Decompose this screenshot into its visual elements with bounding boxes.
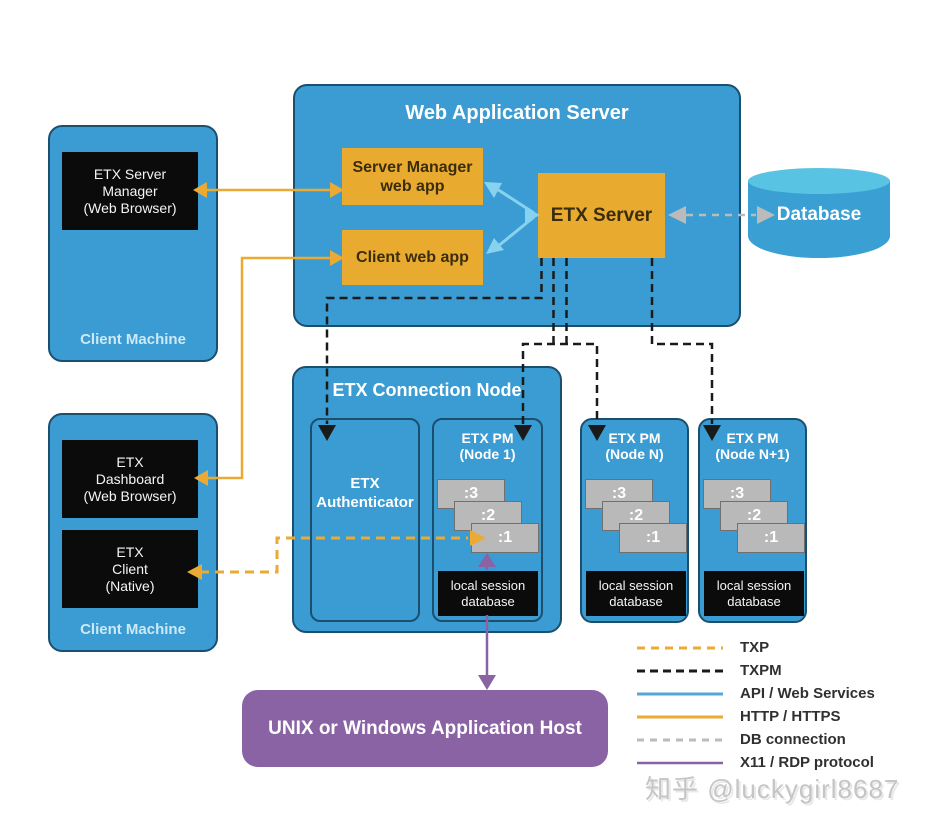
client-machine-1-label: Client Machine xyxy=(80,331,186,348)
etx-authenticator-box: ETX Authenticator xyxy=(310,418,420,622)
client-web-app-label: Client web app xyxy=(356,248,469,266)
session-card-label: :3 xyxy=(611,485,627,502)
local-session-database-box: local session database xyxy=(586,571,686,616)
local-session-database-line2: database xyxy=(609,593,663,609)
session-card-label: :3 xyxy=(463,485,479,502)
session-card-label: :1 xyxy=(645,529,661,546)
legend-label-db: DB connection xyxy=(740,731,846,748)
pm-nodeN1-title-line2: (Node N+1) xyxy=(715,446,790,462)
client-machine-2-box: ETX Dashboard (Web Browser) ETX Client (… xyxy=(48,413,218,652)
pm-nodeN-title-line1: ETX PM xyxy=(608,430,661,446)
local-session-database-box: local session database xyxy=(704,571,804,616)
legend-label-http: HTTP / HTTPS xyxy=(740,708,841,725)
client-machine-1-box: ETX Server Manager (Web Browser) Client … xyxy=(48,125,218,362)
pm-node1-title-line1: ETX PM xyxy=(461,430,514,446)
session-card-label: :1 xyxy=(763,529,779,546)
legend-swatches xyxy=(637,646,723,765)
server-manager-web-app-box: Server Manager web app xyxy=(342,148,483,205)
database-cylinder: Database xyxy=(748,168,890,260)
session-card-label: :2 xyxy=(480,507,496,524)
server-manager-web-app-line2: web app xyxy=(380,177,445,195)
arrowhead-down-application-host xyxy=(478,675,496,690)
etx-authenticator-line1: ETX xyxy=(350,475,380,492)
etx-server-manager-line3: (Web Browser) xyxy=(83,199,177,216)
etx-client-line1: ETX xyxy=(116,543,144,560)
etx-server-box: ETX Server xyxy=(538,173,665,258)
application-host-box: UNIX or Windows Application Host xyxy=(242,690,608,767)
etx-dashboard-line3: (Web Browser) xyxy=(83,487,177,504)
etx-server-manager-box: ETX Server Manager (Web Browser) xyxy=(62,152,198,230)
local-session-database-line2: database xyxy=(461,593,515,609)
legend-label-x11: X11 / RDP protocol xyxy=(740,754,874,771)
session-card: :1 xyxy=(737,523,805,553)
etx-server-manager-line2: Manager xyxy=(102,182,158,199)
etx-authenticator-line2: Authenticator xyxy=(316,494,414,511)
etx-dashboard-line2: Dashboard xyxy=(95,470,165,487)
local-session-database-line1: local session xyxy=(598,577,674,593)
local-session-database-line1: local session xyxy=(716,577,792,593)
legend-label-txpm: TXPM xyxy=(740,662,782,679)
local-session-database-box: local session database xyxy=(438,571,538,616)
local-session-database-line2: database xyxy=(727,593,781,609)
application-host-label: UNIX or Windows Application Host xyxy=(268,717,582,739)
pm-nodeN-title-line2: (Node N) xyxy=(605,446,664,462)
etx-pm-node1-box: ETX PM (Node 1) :3 :2 :1 local session d… xyxy=(432,418,543,622)
etx-server-manager-line1: ETX Server xyxy=(93,165,167,182)
client-machine-2-label: Client Machine xyxy=(80,621,186,638)
web-application-server-box: Web Application Server xyxy=(293,84,741,327)
etx-pm-nodeN-box: ETX PM (Node N) :3 :2 :1 local session d… xyxy=(580,418,689,623)
watermark-text: 知乎 @luckygirl8687 xyxy=(645,774,900,804)
session-card-label: :2 xyxy=(628,507,644,524)
database-label: Database xyxy=(776,204,862,225)
etx-connection-node-title: ETX Connection Node xyxy=(332,380,522,400)
etx-dashboard-line1: ETX xyxy=(116,453,144,470)
legend-label-txp: TXP xyxy=(740,639,770,656)
session-card-label: :1 xyxy=(497,529,513,546)
session-card-label: :3 xyxy=(729,485,745,502)
session-card: :1 xyxy=(619,523,687,553)
pm-node1-title-line2: (Node 1) xyxy=(459,446,516,462)
server-manager-web-app-line1: Server Manager xyxy=(352,158,473,176)
client-web-app-box: Client web app xyxy=(342,230,483,285)
legend-label-api: API / Web Services xyxy=(740,685,875,702)
etx-server-label: ETX Server xyxy=(550,204,653,226)
session-card: :1 xyxy=(471,523,539,553)
local-session-database-line1: local session xyxy=(450,577,526,593)
session-card-label: :2 xyxy=(746,507,762,524)
etx-client-box: ETX Client (Native) xyxy=(62,530,198,608)
web-application-server-title: Web Application Server xyxy=(405,102,629,124)
pm-nodeN1-title-line1: ETX PM xyxy=(726,430,779,446)
etx-client-line2: Client xyxy=(112,560,148,577)
etx-pm-nodeN1-box: ETX PM (Node N+1) :3 :2 :1 local session… xyxy=(698,418,807,623)
etx-client-line3: (Native) xyxy=(105,577,155,594)
etx-dashboard-box: ETX Dashboard (Web Browser) xyxy=(62,440,198,518)
database-cylinder-top xyxy=(748,168,890,194)
